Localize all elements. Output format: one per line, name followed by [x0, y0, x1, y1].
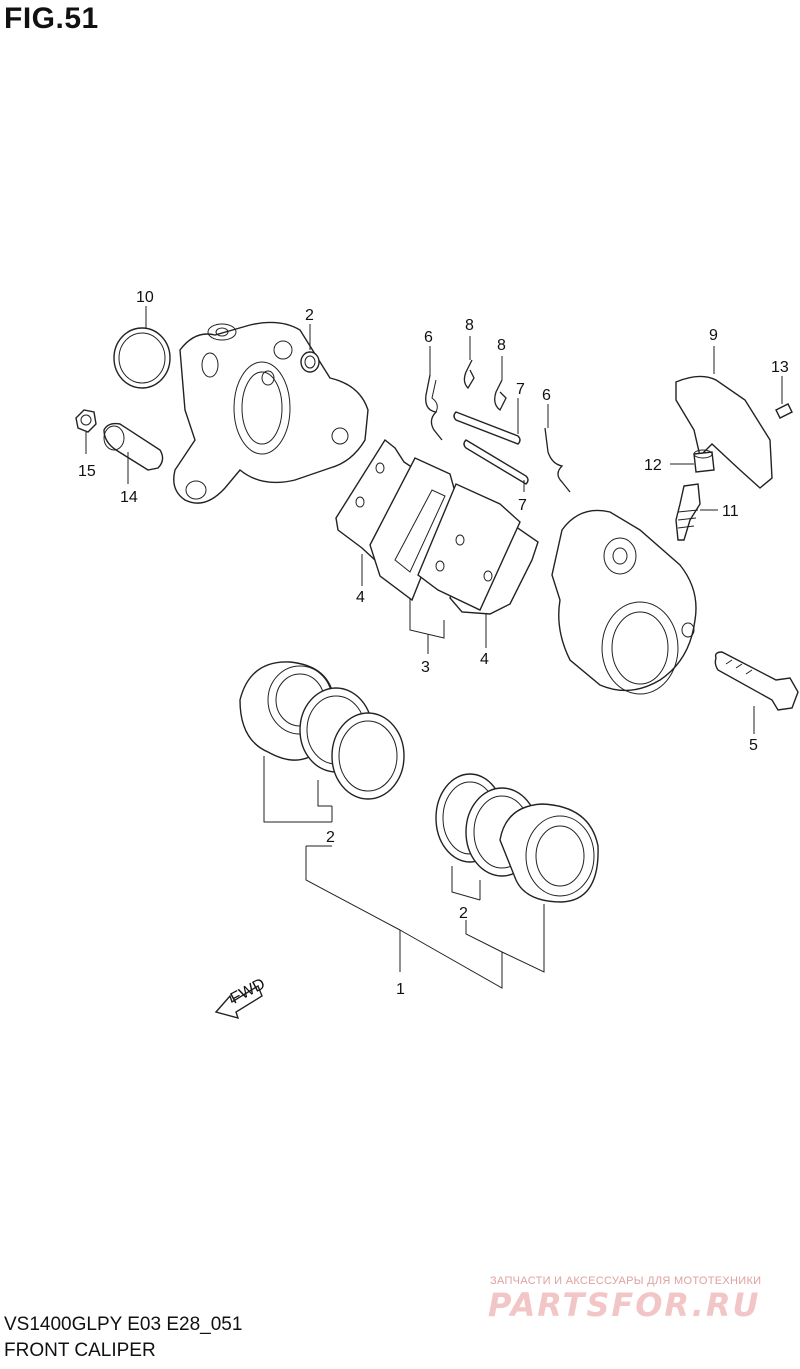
part-8-clip-a: [463, 359, 475, 390]
callout-8: 8: [497, 337, 506, 354]
callout-2: 2: [305, 307, 314, 324]
part-6-pad-spring-b: [544, 427, 571, 493]
callout-8: 8: [465, 317, 474, 334]
part-14-pin-bolt: [103, 422, 164, 471]
piston-lower: [499, 803, 599, 903]
part-2-small-seal: [300, 351, 320, 373]
part-4-brake-pad-b: [417, 483, 539, 615]
callout-6: 6: [424, 329, 433, 346]
callout-10: 10: [136, 289, 154, 306]
model-code: VS1400GLPY E03 E28_051: [4, 1314, 243, 1335]
part-9-cover: [675, 375, 773, 489]
assembly-name: FRONT CALIPER: [4, 1340, 156, 1361]
part-7-pad-pin-a: [453, 411, 521, 445]
watermark-logo: PARTSFOR.RU: [488, 1286, 761, 1324]
figure-title: FIG.51: [4, 2, 99, 35]
callout-9: 9: [709, 327, 718, 344]
callout-12: 12: [644, 457, 662, 474]
part-13-screw: [775, 403, 793, 419]
callout-13: 13: [771, 359, 789, 376]
seal-upper-b: [331, 712, 405, 800]
callout-2: 2: [459, 905, 468, 922]
callout-3: 3: [421, 659, 430, 676]
callout-5: 5: [749, 737, 758, 754]
leader-lines: [85, 306, 783, 989]
callout-7: 7: [518, 497, 527, 514]
part-8-clip-b: [494, 379, 507, 411]
part-11-bleeder-valve: [675, 483, 701, 541]
callout-2: 2: [326, 829, 335, 846]
callout-15: 15: [78, 463, 96, 480]
callout-7: 7: [516, 381, 525, 398]
part-7-pad-pin-b: [463, 439, 529, 485]
caliper-holder: [173, 321, 369, 504]
callouts: 10 2 15 14 6 8 8 7 7 6 9 13 12 11 4 3 4 …: [78, 289, 789, 998]
part-10-o-ring: [113, 327, 171, 389]
callout-4: 4: [480, 651, 489, 668]
part-5-caliper-bolt: [714, 651, 799, 711]
callout-4: 4: [356, 589, 365, 606]
watermark-tagline: ЗАПЧАСТИ И АКСЕССУАРЫ ДЛЯ МОТОТЕХНИКИ: [490, 1275, 762, 1287]
caliper-body: [551, 509, 697, 695]
callout-11: 11: [722, 503, 739, 520]
callout-14: 14: [120, 489, 138, 506]
callout-6: 6: [542, 387, 551, 404]
callout-1: 1: [396, 981, 405, 998]
fwd-arrow-icon: FWD: [214, 975, 268, 1020]
part-15-cap: [75, 409, 97, 433]
part-6-pad-spring-a: [425, 374, 443, 441]
part-12-bleeder-cap: [693, 449, 715, 473]
